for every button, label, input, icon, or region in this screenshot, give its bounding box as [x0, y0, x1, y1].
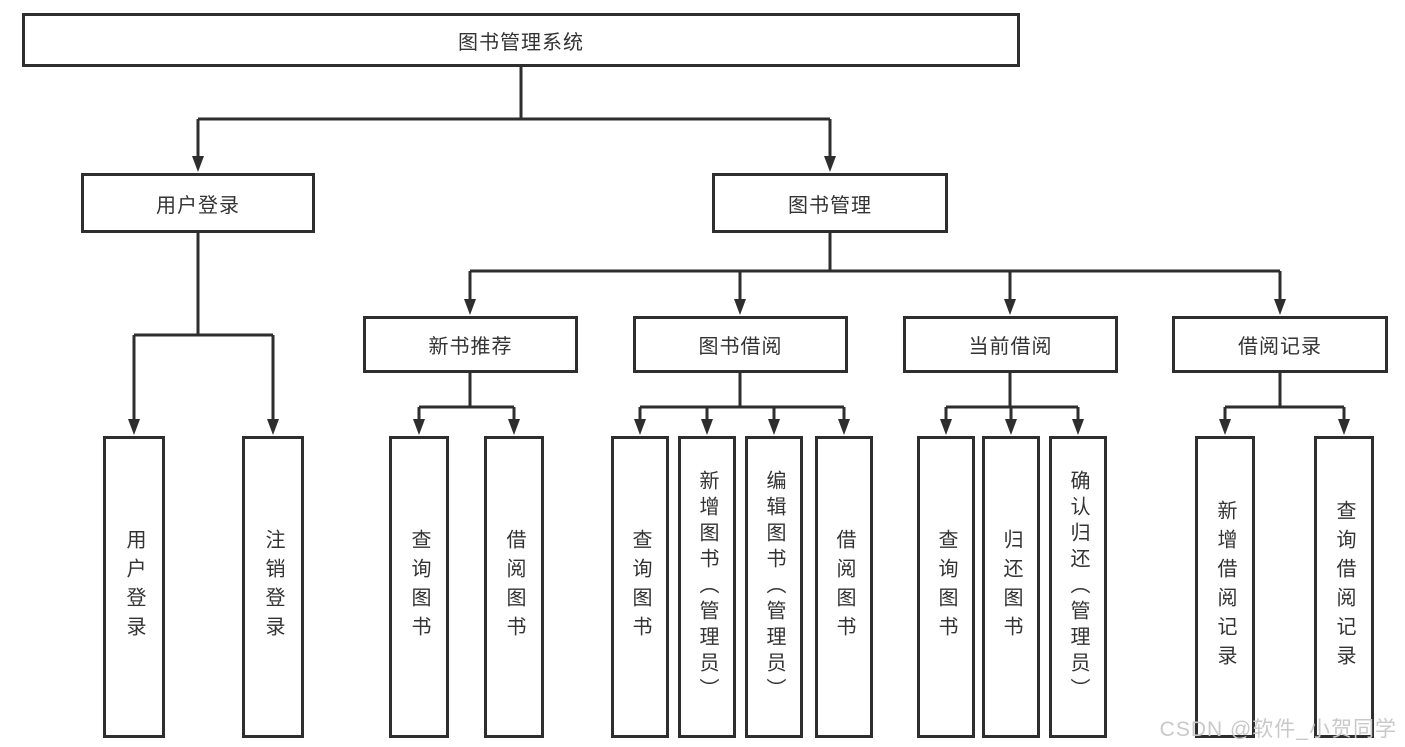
node-new-book-rec: 新书推荐: [363, 316, 578, 373]
node-root: 图书管理系统: [22, 13, 1020, 67]
edge-root-level2: [196, 66, 832, 158]
node-book-mgmt: 图书管理: [712, 173, 948, 233]
edge-userlogin-leaves: [132, 232, 275, 421]
node-current-borrow: 当前借阅: [903, 316, 1118, 373]
arrow-down-icon: [267, 419, 279, 435]
arrow-down-icon: [508, 419, 520, 435]
arrow-down-icon: [701, 419, 713, 435]
node-rec-borrow-book: 借阅图书: [484, 436, 544, 738]
node-br-add-record-label: 新增借阅记录: [1214, 500, 1236, 674]
node-root-label: 图书管理系统: [458, 31, 584, 54]
node-current-borrow-label: 当前借阅: [968, 336, 1053, 358]
node-borrow-record: 借阅记录: [1172, 316, 1388, 373]
arrow-down-icon: [1338, 419, 1350, 435]
arrow-down-icon: [128, 419, 140, 435]
edge-newbookrec-leaves: [417, 372, 516, 421]
arrow-down-icon: [838, 419, 850, 435]
node-rec-query-book: 查询图书: [389, 436, 449, 738]
node-br-query-record: 查询借阅记录: [1314, 436, 1374, 738]
node-bb-query-book-label: 查询图书: [629, 529, 651, 645]
node-rec-borrow-book-label: 借阅图书: [503, 529, 525, 645]
csdn-watermark: CSDN @软件_小贺同学: [1159, 718, 1397, 741]
arrow-down-icon: [1072, 419, 1084, 435]
node-bb-borrow-book: 借阅图书: [815, 436, 873, 738]
node-bb-edit-book: 编辑图书（管理员）: [745, 436, 803, 738]
arrow-down-icon: [768, 419, 780, 435]
node-bb-borrow-book-label: 借阅图书: [833, 529, 855, 645]
node-br-add-record: 新增借阅记录: [1195, 436, 1255, 738]
node-bb-query-book: 查询图书: [611, 436, 669, 738]
arrow-down-icon: [192, 156, 204, 172]
node-bb-add-book: 新增图书（管理员）: [678, 436, 736, 738]
edge-bookmgmt-level3: [468, 232, 1282, 301]
edge-currentborrow-leaves: [944, 372, 1080, 421]
node-cb-return-book-label: 归还图书: [1000, 529, 1022, 645]
node-cb-query-book-label: 查询图书: [935, 529, 957, 645]
arrow-down-icon: [1274, 299, 1286, 315]
arrow-down-icon: [734, 299, 746, 315]
node-rec-query-book-label: 查询图书: [408, 529, 430, 645]
node-bb-add-book-label: 新增图书（管理员）: [696, 470, 718, 704]
node-cb-return-book: 归还图书: [982, 436, 1040, 738]
node-new-book-rec-label: 新书推荐: [428, 336, 513, 358]
arrow-down-icon: [1219, 419, 1231, 435]
node-leaf-user-login-label: 用户登录: [123, 529, 145, 645]
arrow-down-icon: [464, 299, 476, 315]
edge-borrowrecord-leaves: [1223, 372, 1346, 421]
edge-bookborrow-leaves: [638, 372, 846, 421]
node-bb-edit-book-label: 编辑图书（管理员）: [763, 470, 785, 704]
node-leaf-user-login: 用户登录: [103, 436, 165, 738]
node-book-borrow-label: 图书借阅: [698, 336, 783, 358]
node-cb-query-book: 查询图书: [917, 436, 975, 738]
node-leaf-logout: 注销登录: [242, 436, 304, 738]
arrow-down-icon: [824, 156, 836, 172]
node-cb-confirm-return: 确认归还（管理员）: [1049, 436, 1107, 738]
arrow-down-icon: [1005, 419, 1017, 435]
arrow-down-icon: [413, 419, 425, 435]
arrow-down-icon: [1004, 299, 1016, 315]
node-leaf-logout-label: 注销登录: [262, 529, 284, 645]
node-br-query-record-label: 查询借阅记录: [1333, 500, 1355, 674]
node-cb-confirm-return-label: 确认归还（管理员）: [1067, 470, 1089, 704]
node-user-login-label: 用户登录: [156, 194, 240, 217]
node-user-login: 用户登录: [81, 173, 315, 233]
node-book-mgmt-label: 图书管理: [788, 194, 872, 217]
arrow-down-icon: [634, 419, 646, 435]
node-borrow-record-label: 借阅记录: [1238, 336, 1322, 358]
node-book-borrow: 图书借阅: [633, 316, 848, 373]
arrow-down-icon: [940, 419, 952, 435]
